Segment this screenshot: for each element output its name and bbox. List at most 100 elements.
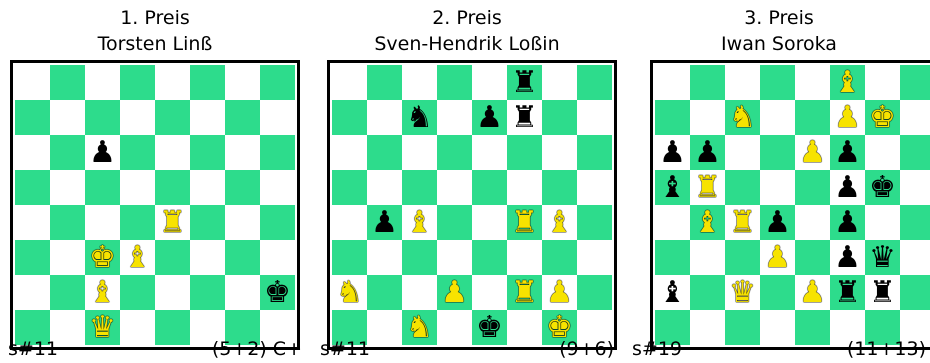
- square-c8: [725, 65, 760, 100]
- square-e3: [155, 240, 190, 275]
- stipulation: s#19: [632, 338, 682, 360]
- stipulation: s#11: [320, 338, 370, 360]
- square-a3: [332, 240, 367, 275]
- square-d8: [760, 65, 795, 100]
- square-a5: [15, 170, 50, 205]
- white-bishop-f8: ♝: [830, 65, 865, 100]
- square-c5: [725, 170, 760, 205]
- square-f1: [507, 310, 542, 345]
- square-g6: [865, 135, 900, 170]
- square-h5: [260, 170, 295, 205]
- square-e8: [795, 65, 830, 100]
- square-f6: [507, 135, 542, 170]
- square-a2: [15, 275, 50, 310]
- square-c6: [725, 135, 760, 170]
- square-h8: [577, 65, 612, 100]
- black-pawn-c6: ♟: [85, 135, 120, 170]
- black-king-h2: ♚: [260, 275, 295, 310]
- square-e2: [155, 275, 190, 310]
- square-b2: [367, 275, 402, 310]
- white-queen-c1: ♛: [85, 310, 120, 345]
- square-g6: [542, 135, 577, 170]
- square-e3: [795, 240, 830, 275]
- square-h4: [577, 205, 612, 240]
- square-d2: [120, 275, 155, 310]
- author-name: Sven-Hendrik Loßin: [317, 33, 617, 55]
- black-pawn-d4: ♟: [760, 205, 795, 240]
- square-a8: [655, 65, 690, 100]
- square-g4: [865, 205, 900, 240]
- prize-title: 1. Preis: [5, 7, 305, 29]
- square-e5: [472, 170, 507, 205]
- square-a7: [332, 100, 367, 135]
- square-g4: [225, 205, 260, 240]
- square-a4: [332, 205, 367, 240]
- square-h8: [900, 65, 930, 100]
- square-b6: [50, 135, 85, 170]
- square-d6: [120, 135, 155, 170]
- square-e8: [472, 65, 507, 100]
- square-d5: [120, 170, 155, 205]
- white-pawn-g2: ♟: [542, 275, 577, 310]
- piece-count: (5+2) C+: [212, 338, 302, 360]
- square-c1: [725, 310, 760, 345]
- square-a3: [15, 240, 50, 275]
- square-b7: [50, 100, 85, 135]
- square-b3: [367, 240, 402, 275]
- square-e4: [472, 205, 507, 240]
- square-g3: [225, 240, 260, 275]
- square-c7: [85, 100, 120, 135]
- square-g5: [225, 170, 260, 205]
- square-c6: [402, 135, 437, 170]
- black-rook-f7: ♜: [507, 100, 542, 135]
- square-h4: [900, 205, 930, 240]
- square-c8: [402, 65, 437, 100]
- black-rook-f2: ♜: [830, 275, 865, 310]
- square-d6: [760, 135, 795, 170]
- square-g2: [225, 275, 260, 310]
- chess-board: ♟♜♚♝♝♚♛: [10, 60, 300, 350]
- square-e7: [155, 100, 190, 135]
- white-bishop-b4: ♝: [690, 205, 725, 240]
- square-b5: [367, 170, 402, 205]
- white-rook-f4: ♜: [507, 205, 542, 240]
- square-c3: [402, 240, 437, 275]
- square-c5: [402, 170, 437, 205]
- square-h2: [900, 275, 930, 310]
- square-b8: [690, 65, 725, 100]
- square-e8: [155, 65, 190, 100]
- square-f6: [190, 135, 225, 170]
- square-h7: [900, 100, 930, 135]
- black-rook-f8: ♜: [507, 65, 542, 100]
- white-pawn-d3: ♟: [760, 240, 795, 275]
- square-g8: [225, 65, 260, 100]
- prize-title: 2. Preis: [317, 7, 617, 29]
- square-a3: [655, 240, 690, 275]
- black-pawn-f6: ♟: [830, 135, 865, 170]
- square-e5: [155, 170, 190, 205]
- square-b2: [690, 275, 725, 310]
- square-d7: [760, 100, 795, 135]
- square-e1: [155, 310, 190, 345]
- square-f3: [190, 240, 225, 275]
- white-pawn-d2: ♟: [437, 275, 472, 310]
- square-e6: [155, 135, 190, 170]
- black-queen-g3: ♛: [865, 240, 900, 275]
- square-d7: [120, 100, 155, 135]
- square-d1: [120, 310, 155, 345]
- square-d7: [437, 100, 472, 135]
- white-king-c3: ♚: [85, 240, 120, 275]
- square-d1: [437, 310, 472, 345]
- piece-count: (11+13): [847, 338, 926, 360]
- problem-3: 3. Preis Iwan Soroka ♝♞♟♚♟♟♟♟♝♜♟♚♝♜♟♟♟♟♛…: [629, 0, 929, 363]
- square-h8: [260, 65, 295, 100]
- square-a5: [332, 170, 367, 205]
- square-h7: [577, 100, 612, 135]
- square-a4: [655, 205, 690, 240]
- square-e3: [472, 240, 507, 275]
- square-b1: [367, 310, 402, 345]
- white-king-g7: ♚: [865, 100, 900, 135]
- chess-board: ♝♞♟♚♟♟♟♟♝♜♟♚♝♜♟♟♟♟♛♝♛♟♜♜: [650, 60, 930, 350]
- white-rook-c4: ♜: [725, 205, 760, 240]
- white-bishop-c2: ♝: [85, 275, 120, 310]
